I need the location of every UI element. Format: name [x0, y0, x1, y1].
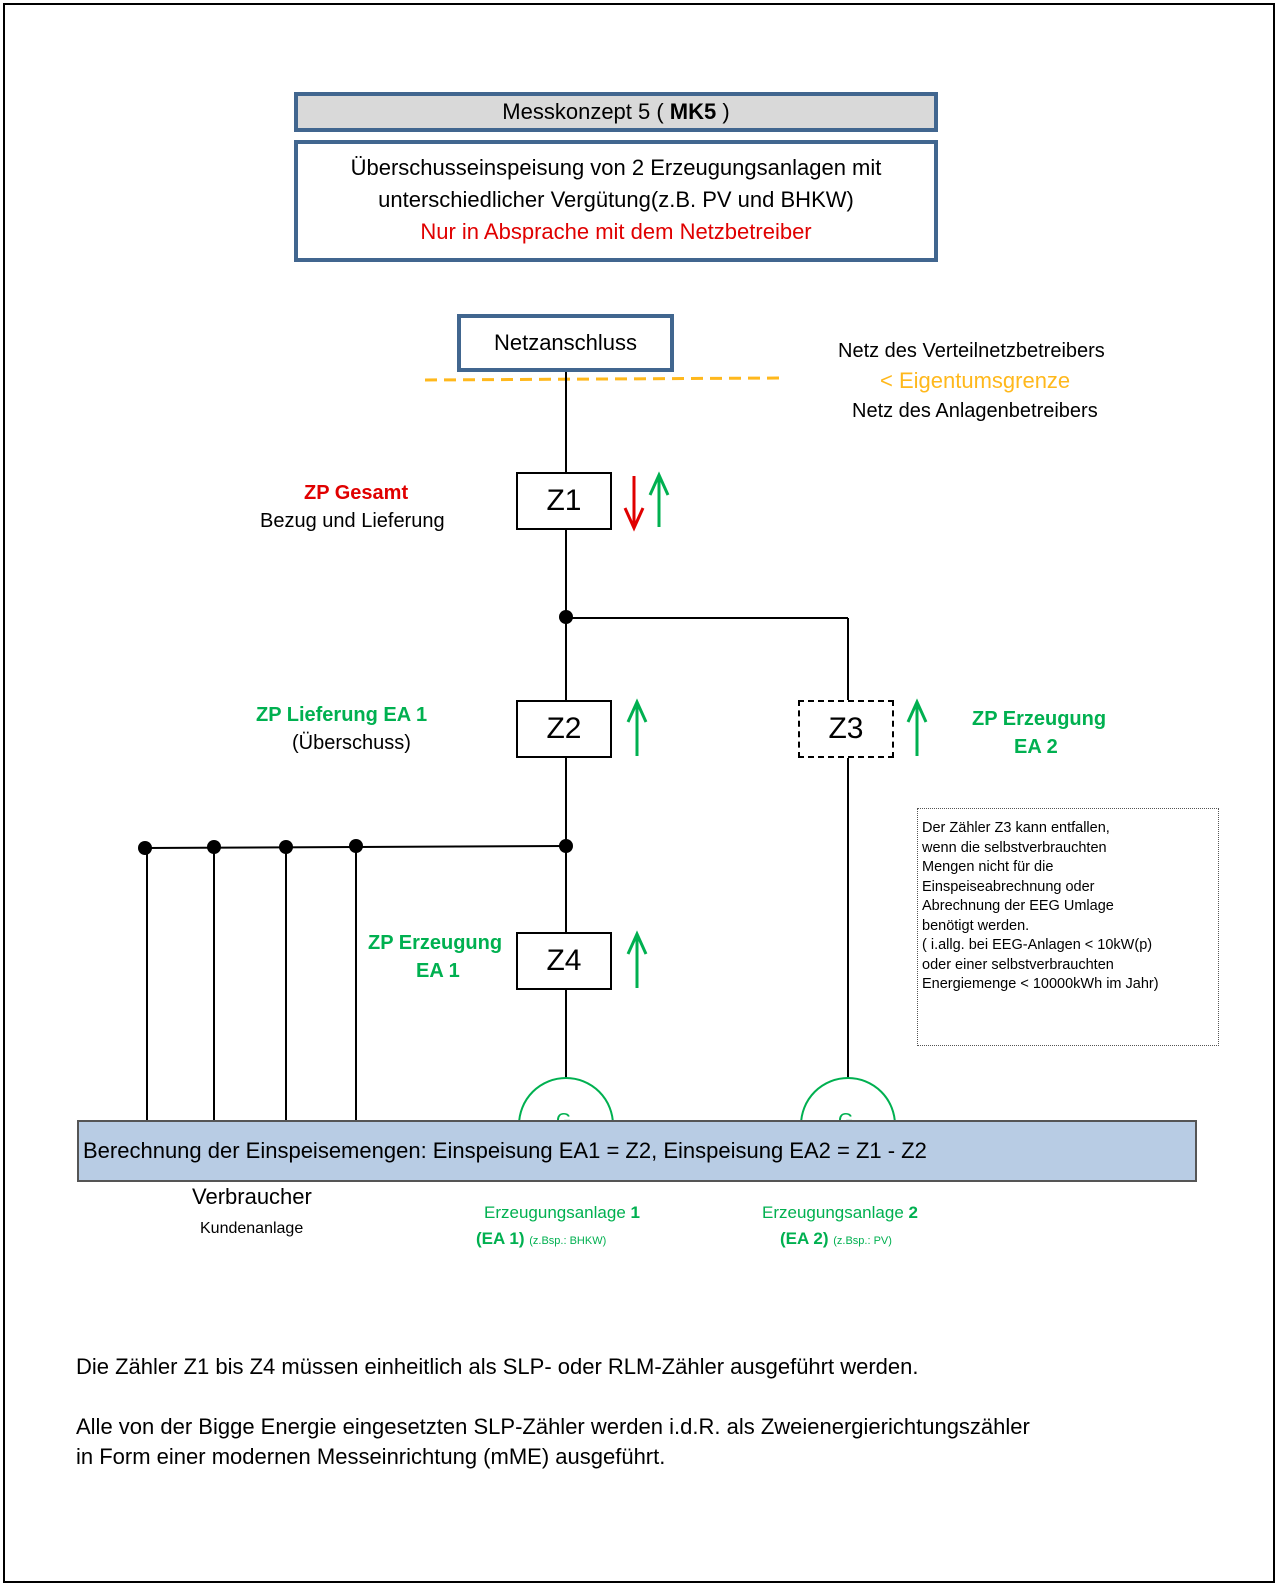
note-line: oder einer selbstverbrauchten: [922, 956, 1114, 973]
description-warning: Nur in Absprache mit dem Netzbetreiber: [420, 219, 812, 244]
ea1-name: Erzeugungsanlage 1: [484, 1203, 640, 1222]
note-line: Einspeiseabrechnung oder: [922, 878, 1095, 895]
note-line: Abrechnung der EEG Umlage: [922, 898, 1114, 914]
netzanschluss-box: Netzanschluss: [457, 314, 674, 372]
ea2-name: Erzeugungsanlage 2: [762, 1203, 918, 1222]
note-line: ( i.allg. bei EEG-Anlagen < 10kW(p): [922, 937, 1153, 953]
z2-subtitle: (Überschuss): [292, 732, 411, 754]
footer-line-2: Alle von der Bigge Energie eingesetzten …: [76, 1414, 1030, 1439]
z3-title-2: EA 2: [1014, 736, 1058, 758]
z1-subtitle: Bezug und Lieferung: [260, 510, 445, 532]
z4-title-1: ZP Erzeugung: [368, 932, 503, 954]
meter-z1: Z1: [516, 472, 612, 530]
z1-down-arrow: [623, 476, 645, 532]
note-line: benötigt werden.: [922, 917, 1030, 934]
meter-z2: Z2: [516, 700, 612, 758]
z4-title-2: EA 1: [416, 960, 460, 982]
boundary-marker-label: < Eigentumsgrenze: [880, 368, 1071, 393]
concept-title: Messkonzept 5 ( MK5 ): [294, 92, 938, 132]
calculation-box: Berechnung der Einspeisemengen: Einspeis…: [77, 1120, 1197, 1182]
page-frame: [3, 3, 1275, 1583]
meter-z3: Z3: [798, 700, 894, 758]
junction-c1: [138, 841, 152, 855]
note-line: wenn die selbstverbrauchten: [922, 839, 1107, 856]
note-line: Mengen nicht für die: [922, 859, 1054, 875]
consumers-title: Verbraucher: [192, 1184, 312, 1209]
description-line-1: Überschusseinspeisung von 2 Erzeugungsan…: [350, 155, 882, 180]
z2-title: ZP Lieferung EA 1: [256, 704, 428, 726]
boundary-bottom-label: Netz des Anlagenbetreibers: [852, 400, 1098, 422]
z1-up-arrow: [648, 471, 670, 527]
z3-note: Der Zähler Z3 kann entfallen, wenn die s…: [917, 808, 1219, 1046]
property-boundary-line: [424, 376, 781, 382]
concept-description: Überschusseinspeisung von 2 Erzeugungsan…: [294, 140, 938, 262]
z3-title-1: ZP Erzeugung: [972, 708, 1107, 730]
junction-bus: [559, 839, 573, 853]
junction-top: [559, 610, 573, 624]
description-line-2: unterschiedlicher Vergütung(z.B. PV und …: [378, 187, 854, 212]
boundary-top-label: Netz des Verteilnetzbetreibers: [838, 340, 1105, 362]
consumers-subtitle: Kundenanlage: [200, 1220, 304, 1237]
ea1-code: (EA 1) (z.Bsp.: BHKW): [476, 1229, 607, 1248]
z4-up-arrow: [626, 930, 648, 988]
footer-line-1: Die Zähler Z1 bis Z4 müssen einheitlich …: [76, 1354, 919, 1379]
note-line: Energiemenge < 10000kWh im Jahr): [922, 976, 1159, 992]
ea2-code: (EA 2) (z.Bsp.: PV): [780, 1229, 892, 1248]
z3-up-arrow: [906, 698, 928, 756]
footer-line-3: in Form einer modernen Messeinrichtung (…: [76, 1444, 666, 1469]
z1-title: ZP Gesamt: [304, 482, 409, 504]
meter-z4: Z4: [516, 932, 612, 990]
z2-up-arrow: [626, 698, 648, 756]
note-line: Der Zähler Z3 kann entfallen,: [922, 820, 1110, 836]
